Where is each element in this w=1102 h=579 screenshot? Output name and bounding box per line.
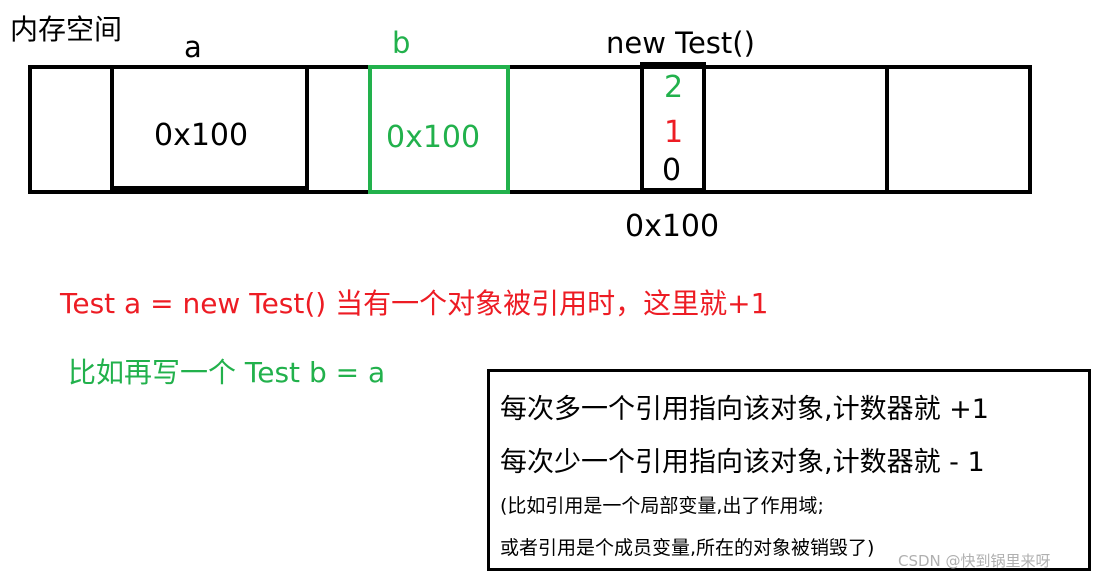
explanation-line-1: 每次多一个引用指向该对象,计数器就 +1 xyxy=(500,394,989,425)
counter-value-2: 2 xyxy=(664,70,684,105)
label-a: a xyxy=(184,30,202,64)
note-line-1: Test a = new Test() 当有一个对象被引用时，这里就+1 xyxy=(60,287,769,320)
watermark: CSDN @快到锅里来呀 xyxy=(898,552,1051,570)
explanation-line-2: 每次少一个引用指向该对象,计数器就 - 1 xyxy=(500,447,985,478)
memory-cell-a xyxy=(110,65,309,190)
counter-value-1: 1 xyxy=(664,115,684,150)
page-title: 内存空间 xyxy=(10,13,123,46)
memory-strip xyxy=(28,65,1032,194)
explanation-line-3: (比如引用是一个局部变量,出了作用域; xyxy=(500,495,824,517)
memory-divider xyxy=(885,65,889,194)
counter-cell xyxy=(640,62,706,192)
memory-cell-b xyxy=(368,65,510,194)
note-line-2: 比如再写一个 Test b = a xyxy=(68,356,386,389)
object-address: 0x100 xyxy=(625,209,720,244)
explanation-box xyxy=(487,369,1091,571)
counter-value-0: 0 xyxy=(662,153,682,188)
label-new-test: new Test() xyxy=(606,26,755,60)
explanation-line-4: 或者引用是个成员变量,所在的对象被销毁了) xyxy=(500,537,875,559)
memory-cell-b-value: 0x100 xyxy=(386,120,481,155)
label-b: b xyxy=(392,26,411,60)
memory-cell-a-value: 0x100 xyxy=(154,118,249,153)
